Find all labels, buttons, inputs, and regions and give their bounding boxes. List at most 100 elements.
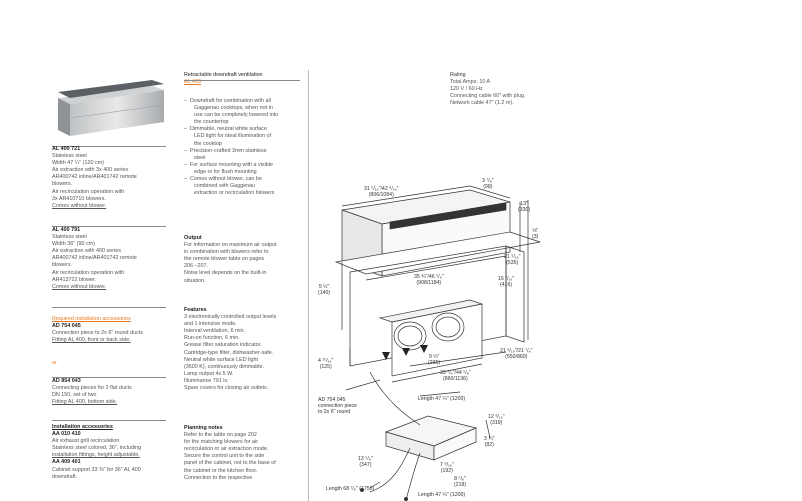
- output-section: Output For information on maximum air ou…: [184, 235, 277, 285]
- bullet-text: Downdraft for combination with all: [190, 98, 271, 104]
- or-label: or: [52, 360, 57, 366]
- spec-line: installation fittings, height adjustable…: [52, 452, 140, 459]
- rating-line: Connecting cable 60" with plug.: [450, 93, 526, 100]
- bullet-text: Comes without blower, can be: [190, 176, 262, 183]
- planning-line: for the matching blowers for air: [184, 439, 259, 446]
- feature-line: Cartridge-type filter, dishwasher-safe.: [184, 349, 274, 356]
- dim-ctrl-3: 3 ¼"(82): [484, 436, 495, 448]
- spec-line: AR413722 blower.: [52, 276, 97, 283]
- installation-accessories-block: Installation accessories AA 010 410 Air …: [52, 424, 141, 481]
- bullet-text: Dimmable, neutral white surface: [190, 126, 267, 133]
- dim-length-68: Length 68 ⁷/₈" (1750): [326, 486, 375, 492]
- feature-line: Lamp output 4x 5 W.: [184, 370, 234, 377]
- planning-line: Secure the control unit to the side: [184, 453, 265, 460]
- dim-width-33: 33 ⁷/₈"/44 ⁵/₈"(860/1136): [440, 370, 471, 382]
- bullet-text: the cooktop: [194, 140, 222, 147]
- bullet-text: LED light for ideal illumination of: [194, 133, 272, 140]
- product-photo: [52, 78, 167, 140]
- model-al400721-block: AL 400 721 Stainless steel Width 47 ¼" (…: [52, 146, 137, 210]
- dim-ctrl-12: 12 ⁹/₁₆"(319): [488, 414, 505, 426]
- dim-length-47-bottom: Length 47 ¼" (1200): [418, 492, 466, 498]
- feature-line: Illuminance 791 lx.: [184, 377, 229, 384]
- bullet-text: Precision-crafted 3mm stainless: [190, 147, 267, 154]
- output-line: situation.: [184, 277, 206, 284]
- bullet-text: Gaggenau cooktops, when not in: [194, 105, 273, 112]
- spec-line: Comes without blower.: [52, 283, 107, 290]
- spec-line: Air extraction with 3x 400 series: [52, 167, 129, 174]
- planning-line: the cabinet or the kitchen floor.: [184, 467, 258, 474]
- accessory-ad854043-block: AD 854 043 Connecting pieces for 2 flat …: [52, 378, 132, 406]
- spec-line: Stainless steel: [52, 153, 87, 160]
- output-line: in combination with blowers refer to: [184, 249, 269, 256]
- planning-section: Planning notes Refer to the table on pag…: [184, 425, 276, 482]
- output-line: 206 –207.: [184, 263, 208, 270]
- accessory-code: AD 854 043: [52, 378, 81, 384]
- bullet-text: the countertop: [194, 119, 229, 126]
- feature-line: and 1 intensive mode.: [184, 321, 237, 328]
- accessory-code: AA 409 401: [52, 459, 81, 466]
- output-line: Noise level depends on the built-in: [184, 270, 267, 277]
- feature-line: (3600 K), continuously dimmable.: [184, 363, 265, 370]
- required-accessories-block: Required installation accessories AD 754…: [52, 316, 143, 344]
- spec-line: Connecting pieces for 2 flat ducts: [52, 385, 132, 392]
- feature-line: 3 electronically controlled output level…: [184, 314, 277, 321]
- spec-line: Stainless steel: [52, 234, 87, 241]
- features-section: Features 3 electronically controlled out…: [184, 307, 276, 392]
- dim-depth-21: 21 ⁵/₁₆"(535): [504, 254, 521, 266]
- rating-line: 120 V / 60 Hz: [450, 86, 483, 93]
- required-accessories-heading: Required installation accessories: [52, 316, 131, 322]
- output-line: For information on maximum air output: [184, 242, 277, 249]
- accessory-code: AA 010 410: [52, 431, 81, 438]
- feature-line: Grease filter saturation indicator.: [184, 342, 262, 349]
- dim-width-top: 31 ⁵/₁₆"/42 ⁹/₁₆"(806/1084): [364, 186, 399, 198]
- spec-line: Air recirculation operation with: [52, 188, 125, 195]
- spec-line: 3x AR410710 blowers.: [52, 195, 106, 202]
- spec-line: blowers.: [52, 262, 73, 269]
- dim-height-16: 16 ⁷/₁₆"(416): [498, 276, 515, 288]
- accessory-code: AD 754 045: [52, 323, 81, 330]
- spec-line: Air exhaust grill recirculation: [52, 438, 120, 445]
- planning-line: panel of the cabinet, not to the base of: [184, 460, 276, 467]
- features-heading: Features: [184, 307, 207, 313]
- planning-line: recirculation or air extraction mode.: [184, 446, 269, 453]
- spec-line: Connection piece to 2x 6" round ducts: [52, 330, 143, 337]
- spec-line: DN 150, set of two: [52, 392, 97, 399]
- spec-line: Cabinet support 33 ⅜" for 36" AL 400: [52, 466, 141, 473]
- spec-line: AR400742 inline/AR401742 remote: [52, 174, 137, 181]
- dim-height-13: 13"(330): [518, 201, 531, 213]
- bullet-text: edge or for flush mounting: [194, 168, 257, 175]
- feature-line: Spare covers for closing air outlets.: [184, 385, 269, 392]
- dim-side-4: 4 ¹⁵/₁₆"(125): [318, 358, 334, 370]
- model-code: AL 400 791: [52, 227, 81, 233]
- bullet-text: combined with Gaggenau: [194, 183, 256, 190]
- output-line: the remote blower table on pages: [184, 256, 265, 263]
- spec-line: Width 47 ¼" (120 cm): [52, 160, 104, 167]
- planning-line: Connection to the respective: [184, 474, 253, 481]
- product-title: Retractable downdraft ventilation: [184, 72, 263, 78]
- dim-depth-top: 3 ⁷/₈"(98): [482, 178, 494, 190]
- dim-ctrl-7: 7 ⁹/₁₆"(192): [440, 462, 454, 474]
- output-heading: Output: [184, 235, 202, 241]
- spec-line: blowers.: [52, 181, 73, 188]
- spec-line: Width 36" (90 cm): [52, 241, 95, 248]
- dim-side-5: 5 ½"(140): [318, 284, 331, 296]
- feature-line: Neutral white surface LED light: [184, 356, 259, 363]
- product-model-link[interactable]: AL 400: [184, 79, 201, 86]
- dim-gap-9: 9 ¼"(235): [428, 354, 441, 366]
- or-separator: or: [52, 360, 57, 367]
- dim-length-47-top: Length 47 ¼" (1200): [418, 396, 466, 402]
- spec-line: downdraft.: [52, 473, 78, 480]
- spec-line: AR400742 inline/AR401742 remote: [52, 255, 137, 262]
- planning-heading: Planning notes: [184, 425, 223, 431]
- spec-line: Fitting AL 400, front or back side.: [52, 337, 131, 344]
- planning-line: Refer to the table on page 202: [184, 432, 257, 439]
- model-code: AL 400 721: [52, 146, 81, 152]
- dim-eighth: ⅛"(3): [532, 228, 539, 240]
- rating-section: Rating Total Amps: 10 A 120 V / 60 Hz Co…: [450, 72, 525, 107]
- rating-heading: Rating: [450, 72, 466, 78]
- installation-accessories-heading: Installation accessories: [52, 424, 113, 430]
- feature-line: Run-on function, 6 min.: [184, 335, 240, 342]
- spec-line: Fitting AL 400, bottom side.: [52, 399, 118, 406]
- spec-line: Air extraction with 400 series: [52, 248, 121, 255]
